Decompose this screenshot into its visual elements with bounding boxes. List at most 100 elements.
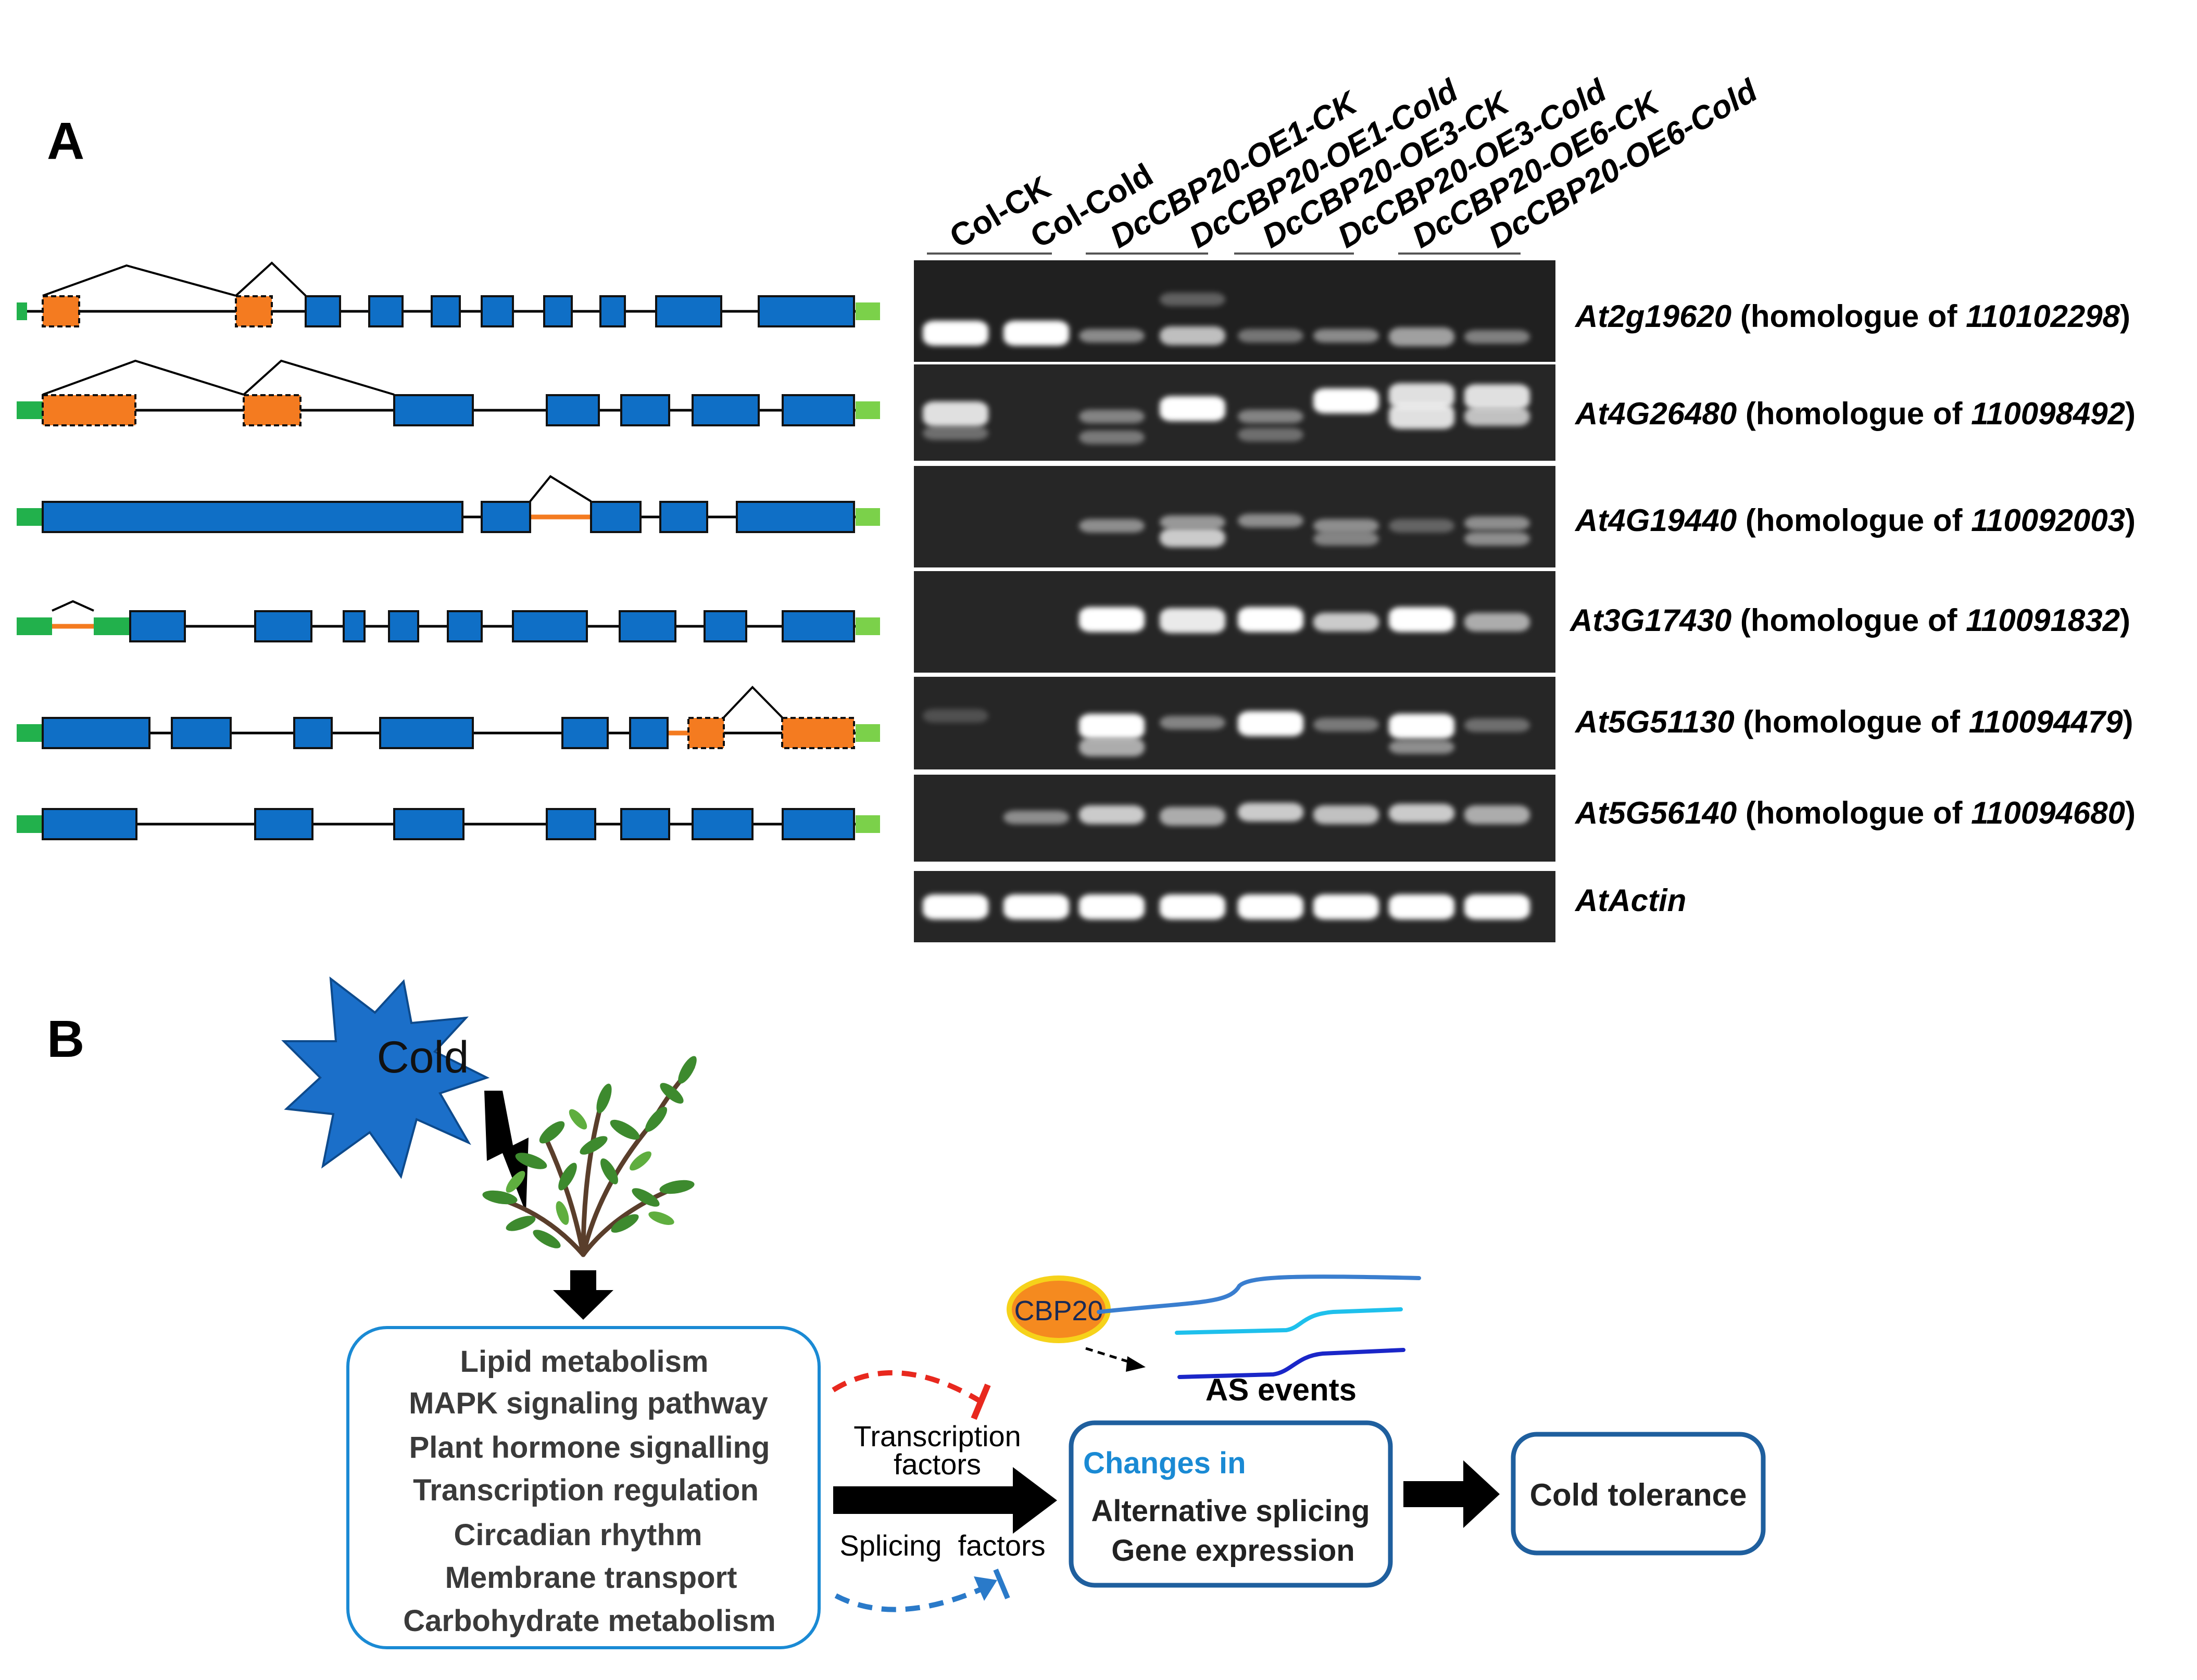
gel-band [1389, 894, 1454, 919]
pathways-box [346, 1326, 821, 1649]
exon [758, 295, 855, 327]
gel-band [1079, 410, 1145, 423]
gel-panel-actin [914, 871, 1555, 942]
gel-band [1079, 329, 1145, 343]
exon [431, 295, 461, 327]
utr-block [856, 401, 880, 419]
gel-band [1079, 805, 1145, 824]
sf-label: Splicing factors [839, 1529, 1045, 1562]
panel-b-label: B [47, 1010, 84, 1068]
gel-band [1389, 519, 1454, 533]
gene-label: At5G51130 (homologue of 110094479) [1574, 704, 2133, 739]
gene-model [17, 686, 880, 749]
gel-band [1079, 431, 1145, 444]
gene-model [17, 261, 880, 327]
gel-band [1160, 716, 1225, 729]
cold-star-icon [281, 976, 490, 1179]
exon [512, 610, 588, 642]
gel-band [1464, 613, 1530, 631]
exon [736, 501, 855, 533]
gel-panels [914, 260, 1555, 942]
utr-block [856, 508, 880, 526]
exon [42, 501, 463, 533]
gene-labels: At2g19620 (homologue of 110102298) At4G2… [1569, 299, 2136, 918]
exon [655, 295, 722, 327]
pathway-list: Lipid metabolism MAPK signaling pathway … [403, 1345, 776, 1638]
alternative-exon [687, 717, 725, 749]
transcript-lines [1097, 1274, 1421, 1379]
gel-background [914, 571, 1555, 673]
alternative-exon [235, 295, 273, 327]
gel-band [1160, 608, 1225, 633]
utr-block [856, 617, 880, 635]
utr-block [856, 302, 880, 320]
exon [561, 717, 609, 749]
splice-junction [235, 261, 307, 297]
gel-band [1313, 718, 1379, 731]
exon [692, 394, 760, 426]
gene-model [17, 600, 880, 642]
gel-band [1003, 894, 1069, 919]
gel-band [1160, 894, 1225, 919]
exon [782, 808, 855, 840]
outcome-box [1511, 1432, 1766, 1556]
gel-band [1313, 519, 1379, 533]
gel-band [1238, 894, 1303, 919]
gel-band [1464, 718, 1530, 732]
gel-background [914, 466, 1555, 567]
gel-band [1003, 811, 1069, 824]
pathway-item: Lipid metabolism [460, 1345, 709, 1379]
exon [543, 295, 573, 327]
exon [620, 808, 670, 840]
exon [782, 394, 855, 426]
gel-band [1464, 805, 1530, 824]
gel-band [1313, 329, 1379, 343]
gel-band [1160, 807, 1225, 826]
gel-band [1313, 532, 1379, 546]
gel-band [1389, 740, 1454, 754]
gel-band [1464, 894, 1530, 919]
cbp-arrowhead [1126, 1356, 1146, 1372]
exon [171, 717, 232, 749]
tf-label: Transcription [853, 1420, 1021, 1452]
gene-model [17, 359, 880, 426]
gel-band [923, 426, 988, 440]
pathway-item: Plant hormone signalling [409, 1431, 770, 1464]
alternative-exon [42, 394, 136, 426]
exon [619, 610, 676, 642]
gene-label: At5G56140 (homologue of 110094680) [1574, 795, 2136, 830]
utr-block [17, 401, 43, 419]
gel-band [1160, 396, 1225, 421]
exon [620, 394, 670, 426]
utr-block [17, 815, 43, 833]
gel-band [1160, 326, 1225, 345]
exon [704, 610, 747, 642]
exon [368, 295, 404, 327]
pathway-item: Transcription regulation [413, 1473, 759, 1507]
tf-inhibition-arrow [832, 1370, 981, 1403]
exon [481, 295, 514, 327]
gel-panel [914, 677, 1555, 769]
gene-label: At4G26480 (homologue of 110098492) [1574, 396, 2136, 431]
gene-label: At4G19440 (homologue of 110092003) [1574, 503, 2136, 538]
cbp-dashed-arrow [1085, 1347, 1133, 1365]
changes-title: Changes in [1083, 1446, 1246, 1480]
pathway-item: MAPK signaling pathway [409, 1386, 768, 1420]
panel-a-label: A [47, 112, 84, 170]
gel-band [1313, 805, 1379, 824]
utr-block [17, 508, 43, 526]
gel-band [923, 321, 988, 346]
gel-panel [914, 466, 1555, 567]
gene-label: At2g19620 (homologue of 110102298) [1574, 299, 2130, 334]
exon [388, 610, 419, 642]
utr-block [856, 724, 880, 742]
pathway-item: Carbohydrate metabolism [403, 1604, 776, 1638]
splice-junction [52, 600, 94, 612]
exon [546, 394, 600, 426]
gel-band [1389, 383, 1454, 408]
exon [254, 610, 312, 642]
gel-band [1464, 407, 1530, 426]
exon [393, 394, 474, 426]
exon [629, 717, 669, 749]
gel-band [923, 894, 988, 919]
